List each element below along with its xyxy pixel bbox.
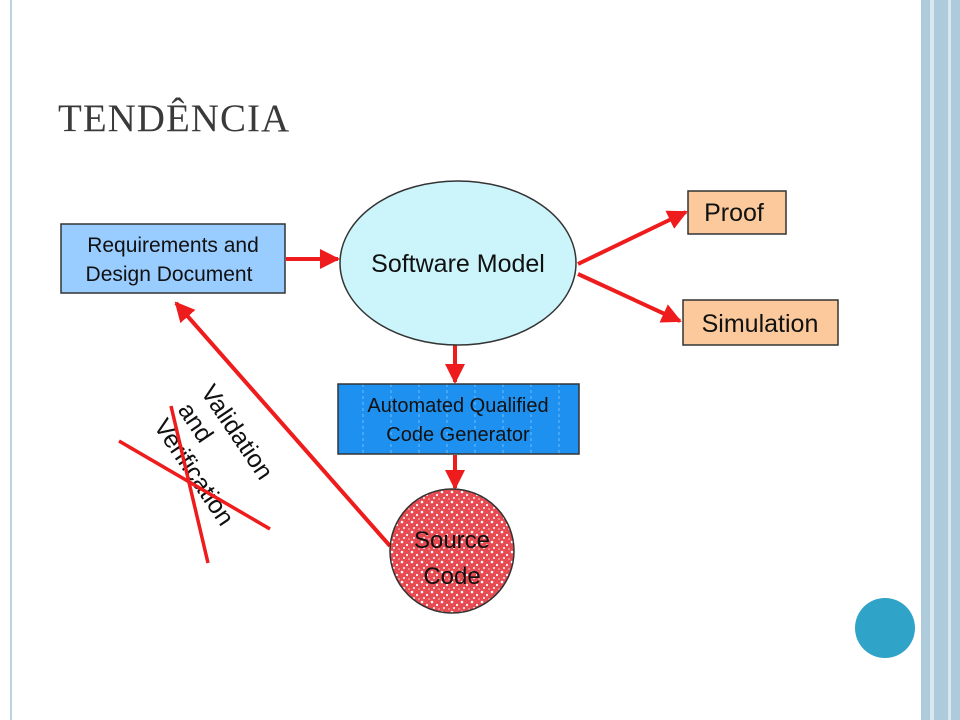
left-frame-border	[0, 0, 12, 720]
proof-box	[687, 190, 787, 235]
arrow-source-to-requirements	[174, 301, 392, 548]
requirements-label-line2: Design Document	[86, 263, 253, 286]
validation-verification-text: Validation and Verification	[148, 380, 279, 531]
requirements-box	[60, 223, 286, 294]
simulation-label: Simulation	[702, 310, 819, 338]
requirements-label-line1: Requirements and	[87, 234, 259, 257]
code-generator-label-line1: Automated Qualified	[367, 395, 548, 417]
cross-out-line-1	[118, 439, 271, 531]
source-code-circle	[389, 488, 515, 614]
source-code-label-line2: Code	[423, 563, 480, 590]
software-model-ellipse	[339, 180, 577, 346]
code-generator-box	[337, 383, 580, 455]
arrow-model-to-proof	[577, 210, 688, 266]
arrow-model-to-simulation	[577, 272, 682, 323]
code-generator-label-line2: Code Generator	[386, 424, 530, 446]
slide-title: TENDÊNCIA	[58, 97, 291, 140]
accent-dot	[855, 598, 915, 658]
software-model-label: Software Model	[371, 250, 545, 278]
source-code-label-line1: Source	[414, 527, 490, 554]
cross-out-line-2	[169, 405, 210, 564]
right-frame-stripes	[918, 0, 960, 720]
proof-label: Proof	[704, 199, 764, 227]
simulation-box	[682, 299, 839, 346]
